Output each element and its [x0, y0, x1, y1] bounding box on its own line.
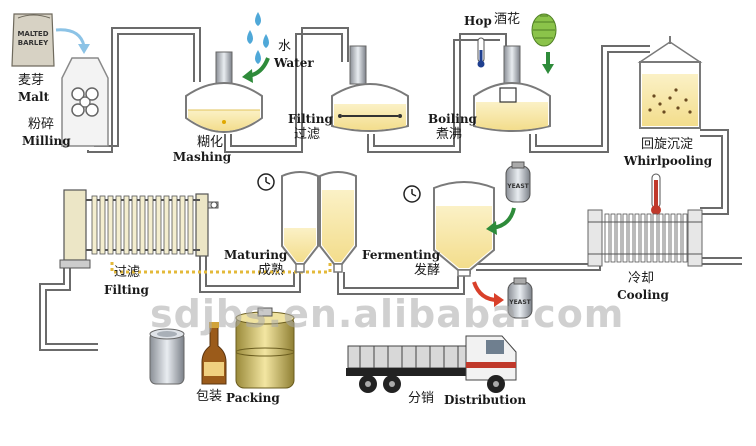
cooler-plate	[640, 213, 646, 263]
maturing-tank-right	[319, 171, 357, 273]
cooler-plate	[682, 213, 688, 263]
distribution-label-zh: 分销	[408, 391, 435, 406]
pipe-whirlpool-to-cooler	[700, 129, 729, 215]
cooler-plate	[652, 213, 658, 263]
cooler-plate	[610, 213, 616, 263]
malt-to-mill-arrow	[55, 28, 86, 47]
bottle-icon	[201, 322, 227, 385]
water-label-zh: 水	[278, 39, 292, 54]
boiling-label-zh: 煮沸	[436, 127, 463, 142]
pipe-maturing-to-filter	[199, 248, 301, 293]
thermometer-icon	[651, 173, 661, 215]
pipe-filter-to-packing	[39, 268, 98, 351]
maturing-label-en: Maturing	[224, 248, 288, 262]
filter-plate	[99, 195, 106, 255]
hop-label-en: Hop	[464, 14, 492, 28]
yeast-bottle-icon: YEAST	[507, 277, 533, 319]
filter-plate	[123, 195, 130, 255]
filter-plate	[187, 195, 194, 255]
cooler-plate	[676, 213, 682, 263]
thermometer-icon	[477, 37, 485, 68]
fermenting-label-zh: 发酵	[414, 263, 441, 278]
packing-label-zh: 包装	[196, 389, 223, 404]
whirlpooling-label-en: Whirlpooling	[623, 154, 713, 168]
hop-label-zh: 酒花	[494, 12, 521, 27]
filting-bottom-label-zh: 过滤	[114, 265, 141, 280]
cooler-plate	[616, 213, 622, 263]
filter-plate	[155, 195, 162, 255]
clock-icon	[403, 185, 421, 203]
filting-bottom-label-en: Filting	[104, 283, 149, 297]
milling-label-en: Milling	[22, 134, 71, 148]
cooling-label-zh: 冷却	[627, 271, 654, 286]
can-icon	[149, 328, 185, 385]
yeast-label-2: YEAST	[508, 299, 531, 306]
malt-label-en: Malt	[18, 90, 50, 104]
maturing-tank-left	[281, 171, 319, 273]
cooler-plate	[622, 213, 628, 263]
filter-plate	[171, 195, 178, 255]
whirlpool-tank	[637, 36, 703, 129]
pipe-fermenter-to-maturing	[337, 272, 465, 295]
clock-icon	[257, 173, 275, 191]
mashing-label-en: Mashing	[172, 150, 232, 164]
boil-kettle	[473, 45, 551, 132]
lauter-tun	[331, 45, 409, 132]
packing-label-en: Packing	[226, 391, 280, 405]
cooler-plate	[658, 213, 664, 263]
filting-top-label-en: Filting	[288, 112, 333, 126]
filter-plate	[139, 195, 146, 255]
filter-press-icon	[59, 189, 219, 269]
filter-plate	[115, 195, 122, 255]
whirlpooling-label-zh: 回旋沉淀	[640, 137, 693, 152]
pipe-mill-to-mash	[87, 27, 201, 153]
filter-plate	[147, 195, 154, 255]
cooler-plate	[670, 213, 676, 263]
cooler-plate	[604, 213, 610, 263]
cooler-plate	[646, 213, 652, 263]
cooling-label-en: Cooling	[617, 288, 669, 302]
boiling-label-en: Boiling	[428, 112, 477, 126]
sack-text-line-1: MALTED	[17, 30, 48, 38]
malt-label-zh: 麦芽	[18, 73, 45, 88]
pipe-cooler-to-fermenter	[469, 258, 597, 274]
filter-plate	[179, 195, 186, 255]
watermark: sdjbs.en.alibaba.com	[150, 292, 625, 336]
filter-plate	[107, 195, 114, 255]
distribution-label-en: Distribution	[444, 393, 527, 407]
fermenting-tank	[433, 181, 495, 277]
water-drop-icon	[247, 12, 269, 64]
pipe-lauter-to-boil	[367, 33, 507, 153]
truck-icon	[346, 335, 517, 393]
sack-text-line-2: BARLEY	[18, 39, 49, 47]
yeast-bottle-icon: YEAST	[505, 161, 531, 203]
filter-plate	[131, 195, 138, 255]
water-label-en: Water	[274, 56, 314, 70]
cooler-plate	[634, 213, 640, 263]
keg-icon	[235, 307, 295, 389]
mill-icon	[61, 57, 109, 147]
fermenting-label-en: Fermenting	[362, 248, 441, 262]
mash-tun	[185, 51, 263, 133]
filting-top-label-zh: 过滤	[294, 127, 321, 142]
cooler-plate	[628, 213, 634, 263]
mashing-label-zh: 糊化	[196, 135, 223, 150]
pipe-mash-to-lauter	[224, 27, 349, 153]
yeast-label-1: YEAST	[506, 183, 529, 190]
maturing-label-zh: 成熟	[258, 263, 285, 278]
milling-label-zh: 粉碎	[28, 117, 55, 132]
filter-plate	[163, 195, 170, 255]
hop-cone-icon	[531, 13, 557, 47]
plate-heat-exchanger	[587, 209, 703, 267]
filter-plate	[91, 195, 98, 255]
malt-bag-icon: MALTED BARLEY	[11, 13, 55, 67]
pipe-boil-to-whirlpool	[529, 51, 650, 153]
cooler-plate	[664, 213, 670, 263]
